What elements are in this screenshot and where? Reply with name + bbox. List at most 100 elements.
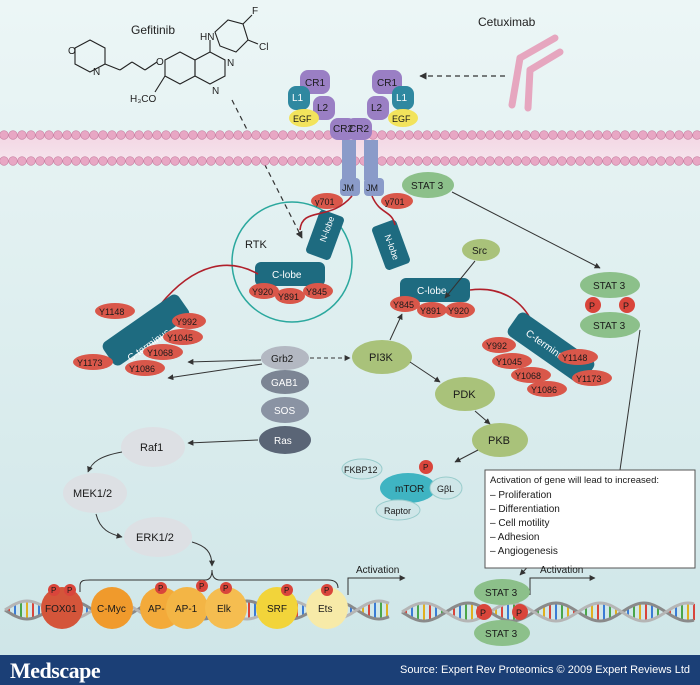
- membrane-head: [260, 130, 270, 140]
- pkb-to-mtor-arrow: [454, 449, 479, 463]
- membrane-head: [611, 156, 621, 166]
- membrane-head: [125, 156, 135, 166]
- cr2-left: CR2: [333, 124, 353, 135]
- membrane-head: [80, 156, 90, 166]
- membrane-head: [530, 130, 540, 140]
- membrane-head: [305, 156, 315, 166]
- phospho-label: P: [67, 586, 72, 595]
- y992-left-shape: [172, 313, 206, 329]
- y845-left: Y845: [306, 287, 327, 297]
- membrane-head: [512, 156, 522, 166]
- membrane-head: [620, 130, 630, 140]
- erk-to-tfs-arrow: [191, 541, 215, 567]
- fluoro-label: F: [252, 6, 258, 17]
- gab1-label: GAB1: [271, 378, 298, 389]
- y1148-right: Y1148: [562, 353, 587, 363]
- membrane-head: [197, 130, 207, 140]
- membrane-head: [530, 156, 540, 166]
- n-lobe-right-shape: [372, 220, 410, 270]
- membrane-head: [683, 156, 693, 166]
- pkb-node: [472, 423, 528, 457]
- membrane-head: [476, 156, 486, 166]
- gbl-label: GβL: [437, 484, 454, 494]
- membrane-head: [0, 130, 9, 140]
- membrane-head: [161, 156, 171, 166]
- stat3-dna-top-label: STAT 3: [485, 588, 518, 599]
- ras-node: [259, 426, 311, 454]
- gene-box-item-1: – Proliferation: [490, 490, 552, 501]
- membrane-head: [674, 156, 684, 166]
- phospho-dot: [155, 582, 167, 594]
- membrane-head: [215, 156, 225, 166]
- gefitinib-structure: [74, 14, 259, 93]
- mtor-p-label: P: [423, 463, 428, 472]
- membrane-head: [251, 156, 261, 166]
- membrane-head: [503, 130, 513, 140]
- ring-nitrogen-2: N: [212, 86, 219, 97]
- membrane-head: [98, 156, 108, 166]
- membrane-head: [485, 130, 495, 140]
- stat3-dimer-top-label: STAT 3: [593, 281, 626, 292]
- membrane-head: [233, 130, 243, 140]
- phospho-dot: [64, 584, 76, 596]
- membrane-head: [539, 156, 549, 166]
- membrane-head: [296, 156, 306, 166]
- foxo1-label: FOX01: [45, 604, 77, 615]
- membrane-head: [296, 130, 306, 140]
- membrane-head: [647, 130, 657, 140]
- membrane-head: [215, 130, 225, 140]
- morpholine-nitrogen: N: [93, 67, 100, 78]
- egf-right: EGF: [392, 114, 411, 124]
- membrane-head: [314, 130, 324, 140]
- src-label: Src: [472, 246, 487, 257]
- stat3-dna-p-left: [476, 604, 492, 620]
- membrane-head: [8, 156, 18, 166]
- membrane-head: [503, 156, 513, 166]
- pdk-node: [435, 377, 495, 411]
- chloro-label: Cl: [259, 42, 268, 53]
- membrane-head: [89, 130, 99, 140]
- grb2-label: Grb2: [271, 354, 294, 365]
- fkbp12-node: [341, 458, 383, 480]
- phospho-dot: [281, 584, 293, 596]
- medscape-logo: Medscape: [10, 658, 101, 683]
- cmyc-label: C-Myc: [97, 604, 126, 615]
- membrane-head: [287, 156, 297, 166]
- raptor-node: [375, 499, 421, 521]
- mtor-p: [419, 460, 433, 474]
- cr1-right: CR1: [377, 78, 397, 89]
- cr1-left: CR1: [305, 78, 325, 89]
- membrane-head: [566, 130, 576, 140]
- y701-right-shape: [381, 193, 413, 209]
- membrane-head: [629, 156, 639, 166]
- stat3-dimer-p-right: [619, 297, 635, 313]
- membrane-head: [494, 156, 504, 166]
- y1173-right-shape: [572, 370, 612, 386]
- membrane-head: [323, 156, 333, 166]
- membrane-head: [692, 130, 700, 140]
- phospho-dot: [196, 580, 208, 592]
- stat3-dimer-bottom: [580, 312, 640, 338]
- membrane-head: [251, 130, 261, 140]
- membrane-head: [53, 130, 63, 140]
- membrane-head: [242, 156, 252, 166]
- membrane-head: [233, 156, 243, 166]
- raf1-label: Raf1: [140, 442, 163, 454]
- y1045-right-shape: [492, 353, 532, 369]
- membrane-head: [431, 156, 441, 166]
- stat3-dimer-p-right-label: P: [623, 301, 629, 311]
- pi3k-node: [352, 340, 412, 374]
- membrane-head: [674, 130, 684, 140]
- gbl-node: [429, 476, 463, 500]
- membrane-head: [404, 130, 414, 140]
- raf1-node: [121, 427, 185, 467]
- jm-right: JM: [366, 183, 378, 193]
- y1173-left-shape: [73, 354, 113, 370]
- membrane-head: [332, 156, 342, 166]
- linker-right: [371, 195, 531, 319]
- membrane-head: [44, 156, 54, 166]
- rtk-highlight-circle: [231, 201, 353, 323]
- y920-left: Y920: [252, 287, 273, 297]
- mtor-label: mTOR: [395, 484, 424, 495]
- membrane-head: [269, 156, 279, 166]
